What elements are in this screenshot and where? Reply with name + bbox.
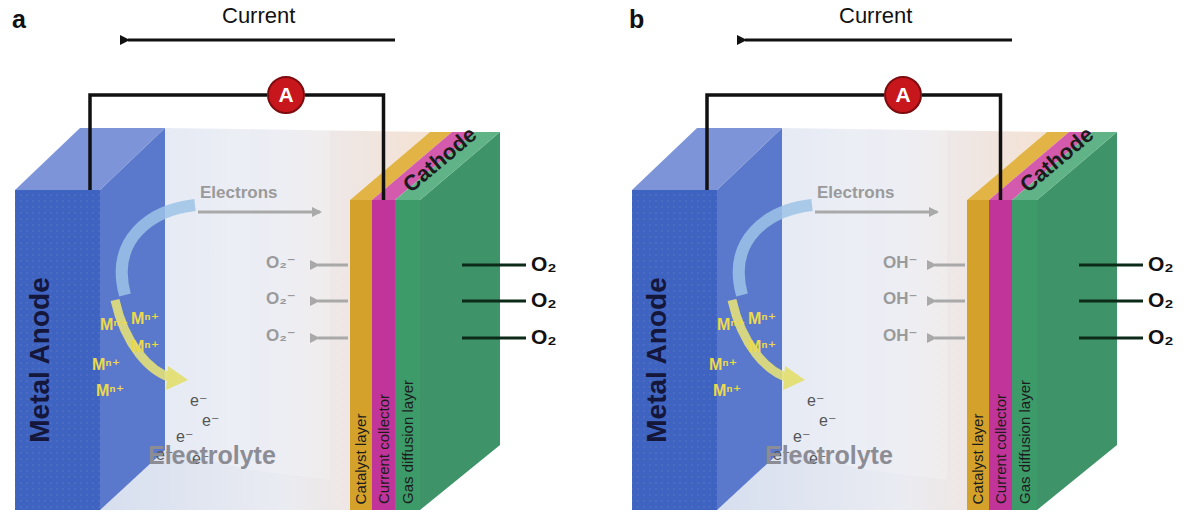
metal-ion: Mⁿ⁺ — [748, 338, 776, 356]
oxygen-label: O₂ — [1148, 325, 1174, 348]
electrons-label: Electrons — [200, 184, 277, 203]
layer-label: Current collector — [992, 394, 1009, 504]
metal-ion: Mⁿ⁺ — [748, 310, 776, 328]
ion-label: O₂⁻ — [266, 290, 296, 309]
electron-symbol: e⁻ — [202, 412, 219, 430]
current-collector: Current collector — [989, 200, 1012, 510]
catalyst-layer: Catalyst layer — [350, 200, 372, 510]
circuit-wire — [305, 95, 384, 200]
electron-symbol: e⁻ — [190, 392, 207, 410]
panel-letter: b — [629, 6, 644, 34]
layer-label: Catalyst layer — [353, 413, 370, 504]
electrolyte-label: Electrolyte — [148, 442, 276, 470]
circuit-wire — [707, 95, 884, 190]
ion-label: OH⁻ — [883, 327, 917, 346]
electron-symbol: e⁻ — [807, 392, 824, 410]
electrons-label: Electrons — [817, 184, 894, 203]
gas-diffusion-layer: Gas diffusion layer — [395, 200, 420, 510]
layer-label: Gas diffusion layer — [399, 380, 416, 504]
layer-label: Gas diffusion layer — [1016, 380, 1033, 504]
oxygen-label: O₂ — [1148, 288, 1174, 311]
ion-label: O₂⁻ — [266, 254, 296, 273]
current-label: Current — [222, 4, 295, 28]
panel-letter: a — [12, 6, 26, 34]
metal-ion: Mⁿ⁺ — [131, 310, 159, 328]
ion-label: O₂⁻ — [266, 327, 296, 346]
oxygen-label: O₂ — [531, 325, 557, 348]
current-label: Current — [839, 4, 912, 28]
ion-label: OH⁻ — [883, 290, 917, 309]
metal-ion: Mⁿ⁺ — [709, 356, 737, 374]
metal-ion: Mⁿ⁺ — [717, 316, 745, 334]
ion-label: OH⁻ — [883, 254, 917, 273]
gas-diffusion-layer: Gas diffusion layer — [1012, 200, 1037, 510]
electrolyte-label: Electrolyte — [765, 442, 893, 470]
ammeter-symbol: A — [278, 83, 293, 106]
metal-ion: Mⁿ⁺ — [131, 338, 159, 356]
anode-label: Metal Anode — [25, 277, 56, 442]
electrolyte-region: Electrolyte — [717, 200, 967, 510]
layer-label: Current collector — [375, 394, 392, 504]
circuit-wire — [90, 95, 267, 190]
circuit-wire — [922, 95, 1001, 200]
current-collector: Current collector — [372, 200, 395, 510]
metal-ion: Mⁿ⁺ — [100, 316, 128, 334]
anode-label: Metal Anode — [642, 277, 673, 442]
ammeter-symbol: A — [895, 83, 910, 106]
metal-ion: Mⁿ⁺ — [713, 382, 741, 400]
metal-anode: Metal Anode — [15, 190, 100, 510]
oxygen-label: O₂ — [531, 252, 557, 275]
catalyst-layer: Catalyst layer — [967, 200, 989, 510]
ammeter-circle: A — [267, 76, 305, 114]
layer-label: Catalyst layer — [970, 413, 987, 504]
electrolyte-region: Electrolyte — [100, 200, 350, 510]
ammeter-circle: A — [884, 76, 922, 114]
electron-symbol: e⁻ — [819, 412, 836, 430]
metal-ion: Mⁿ⁺ — [96, 382, 124, 400]
metal-anode: Metal Anode — [632, 190, 717, 510]
oxygen-label: O₂ — [1148, 252, 1174, 275]
oxygen-label: O₂ — [531, 288, 557, 311]
metal-ion: Mⁿ⁺ — [92, 356, 120, 374]
